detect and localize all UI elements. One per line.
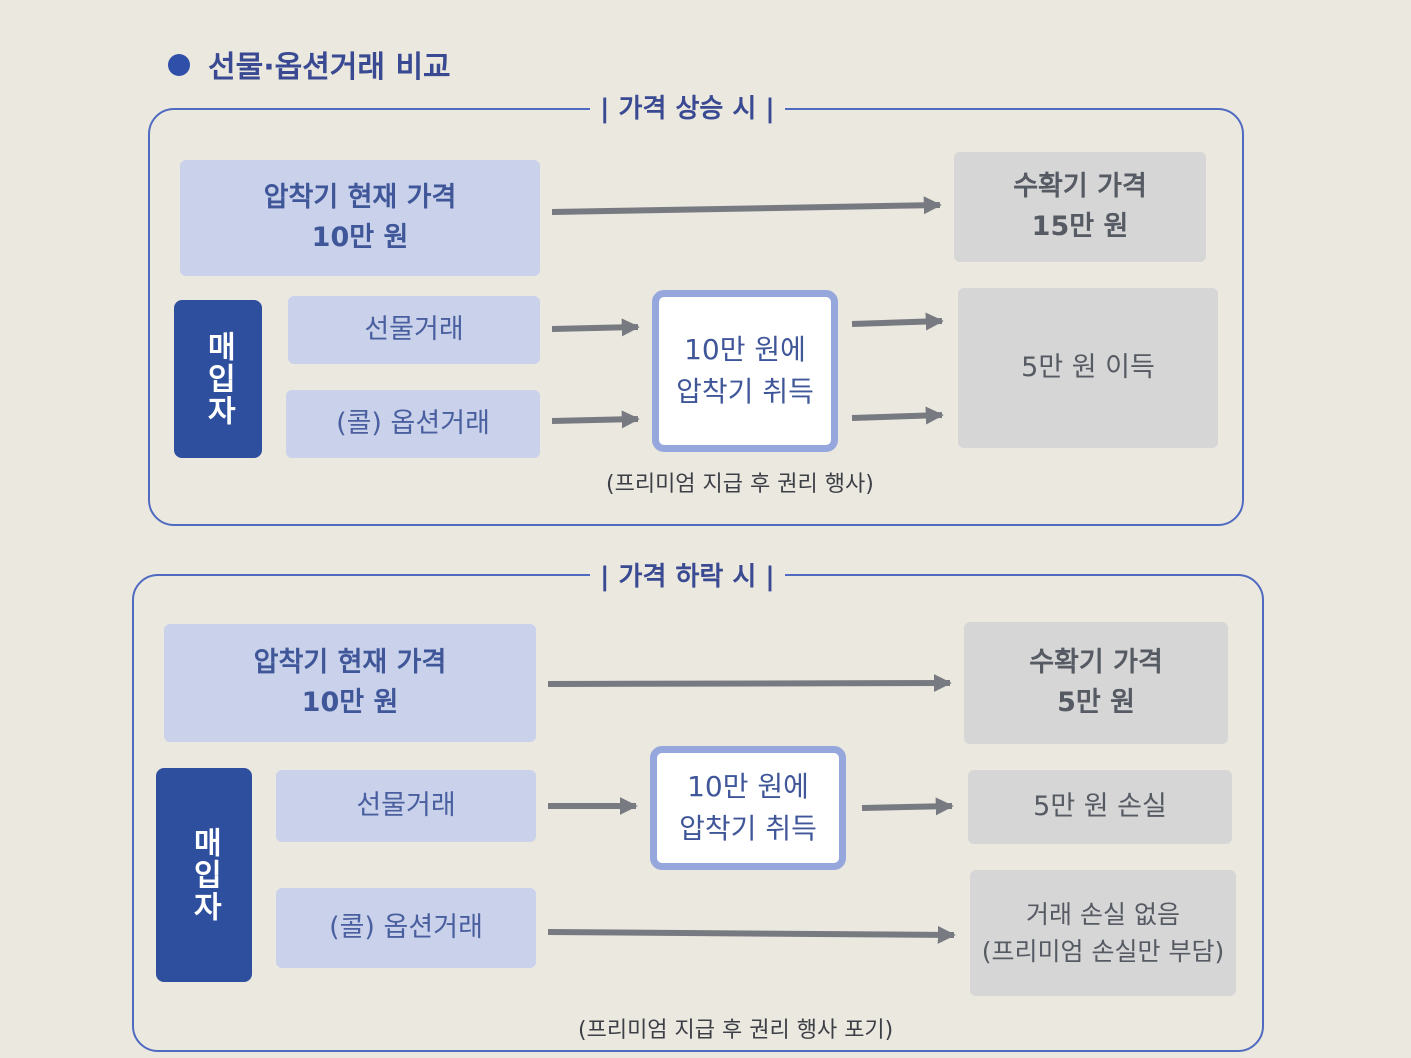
arrow-fall-acq [861, 797, 954, 816]
arrow-rise-price [551, 196, 942, 215]
fall-note: (프리미엄 지급 후 권리 행사 포기) [578, 1018, 894, 1043]
panel-label-fall: | 가격 하락 시 | [590, 560, 785, 594]
fall-option-result-line1: 거래 손실 없음 [1026, 899, 1180, 929]
arrow-rise-futures [551, 318, 640, 337]
rise-harvest-price-label: 수확기 가격 [1013, 170, 1147, 202]
arrow-rise-acq-top [851, 312, 944, 331]
fall-futures-box: 선물거래 [276, 770, 536, 842]
rise-futures-box: 선물거래 [288, 296, 540, 364]
page-title: 선물·옵션거래 비교 [208, 50, 451, 85]
arrow-rise-option [551, 410, 640, 429]
arrow-fall-price [547, 674, 952, 693]
rise-option-box: (콜) 옵션거래 [286, 390, 540, 458]
fall-harvest-price-value: 5만 원 [1057, 687, 1135, 718]
fall-acquire-line2: 압착기 취득 [679, 812, 817, 845]
rise-result-box: 5만 원 이득 [958, 288, 1218, 448]
fall-harvest-price-box: 수확기 가격 5만 원 [964, 622, 1228, 744]
fall-acquire-box: 10만 원에 압착기 취득 [650, 746, 846, 870]
fall-current-price-label: 압착기 현재 가격 [253, 646, 447, 678]
rise-note: (프리미엄 지급 후 권리 행사) [606, 472, 874, 497]
rise-option-label: (콜) 옵션거래 [336, 407, 490, 439]
fall-option-label: (콜) 옵션거래 [329, 911, 483, 943]
rise-acquire-line1: 10만 원에 [684, 333, 806, 366]
fall-futures-result-label: 5만 원 손실 [1033, 790, 1167, 822]
rise-current-price-value: 10만 원 [311, 222, 409, 253]
panel-label-rise: | 가격 상승 시 | [590, 92, 785, 126]
fall-futures-result-box: 5만 원 손실 [968, 770, 1232, 844]
rise-acquire-box: 10만 원에 압착기 취득 [652, 290, 838, 452]
fall-current-price-value: 10만 원 [301, 687, 399, 718]
fall-option-result-box: 거래 손실 없음 (프리미엄 손실만 부담) [970, 870, 1236, 996]
fall-current-price-box: 압착기 현재 가격 10만 원 [164, 624, 536, 742]
rise-futures-label: 선물거래 [364, 313, 464, 345]
arrow-rise-acq-bottom [851, 406, 944, 425]
fall-harvest-price-label: 수확기 가격 [1029, 646, 1163, 678]
fall-buyer-box: 매입자 [156, 768, 252, 982]
rise-current-price-box: 압착기 현재 가격 10만 원 [180, 160, 540, 276]
title-bullet-icon [168, 54, 190, 76]
arrow-fall-option [547, 925, 956, 944]
fall-futures-label: 선물거래 [356, 789, 456, 821]
fall-option-box: (콜) 옵션거래 [276, 888, 536, 968]
fall-option-result-line2: (프리미엄 손실만 부담) [981, 937, 1225, 966]
rise-result-label: 5만 원 이득 [1021, 351, 1155, 383]
fall-acquire-line1: 10만 원에 [687, 770, 809, 803]
fall-buyer-label: 매입자 [186, 827, 222, 923]
rise-buyer-box: 매입자 [174, 300, 262, 458]
rise-harvest-price-box: 수확기 가격 15만 원 [954, 152, 1206, 262]
rise-harvest-price-value: 15만 원 [1031, 211, 1129, 242]
rise-buyer-label: 매입자 [200, 331, 236, 427]
rise-current-price-label: 압착기 현재 가격 [263, 181, 457, 213]
rise-acquire-line2: 압착기 취득 [676, 375, 814, 408]
